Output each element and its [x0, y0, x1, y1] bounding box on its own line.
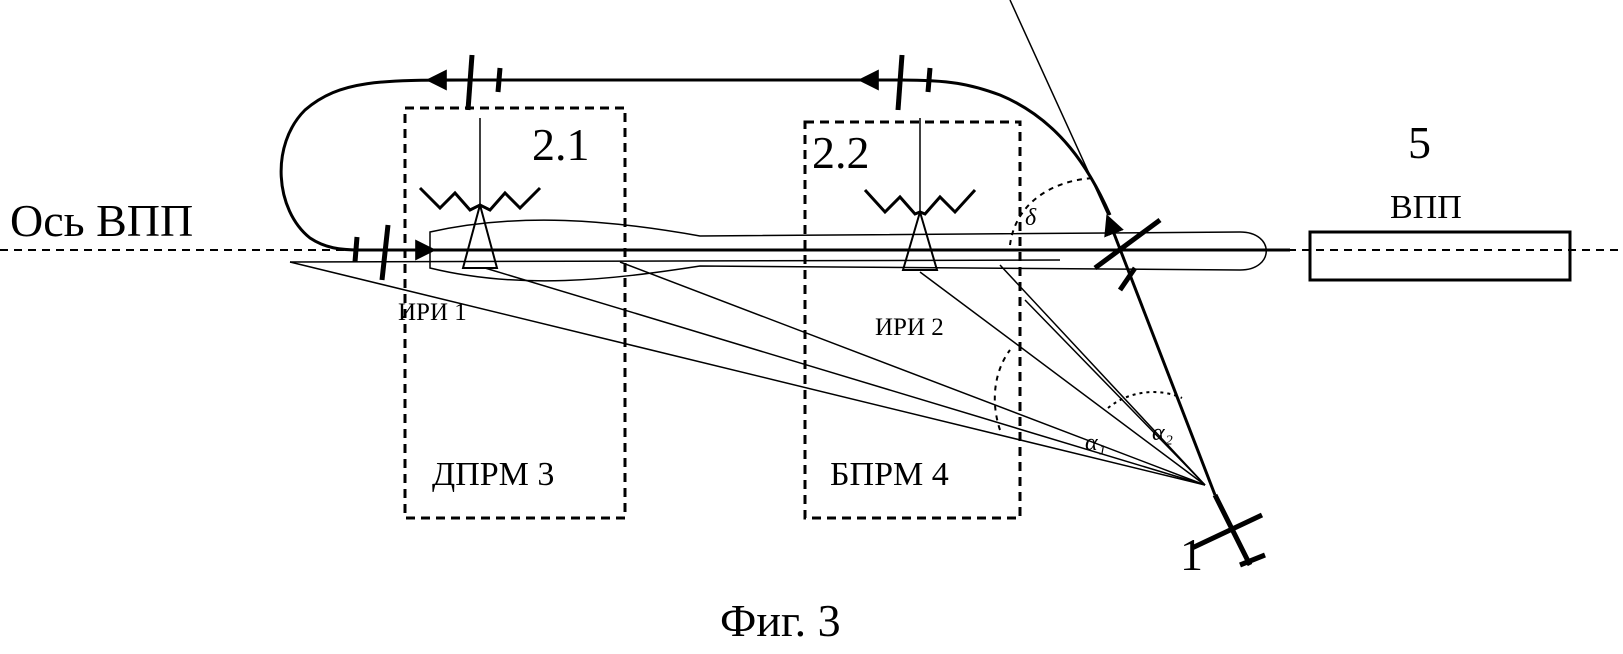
emitter-1-label: ИРИ 1: [398, 299, 467, 326]
aircraft-1-symbol: [1190, 493, 1266, 568]
runway-axis-label: Ось ВПП: [10, 195, 193, 246]
approach-path: [1104, 214, 1217, 496]
angle-delta-label: δ: [1025, 205, 1037, 231]
runway-number-label: 5: [1408, 117, 1431, 168]
runway-label: ВПП: [1390, 189, 1462, 226]
angle-alpha2-label: α₂: [1152, 420, 1173, 446]
emitter-2-label: ИРИ 2: [875, 314, 944, 341]
outer-marker-zone: [403, 106, 627, 520]
angle-alpha2-arc: [1107, 391, 1183, 409]
runway-rect: [1308, 230, 1572, 282]
emitter-2-symbol: [863, 118, 977, 271]
angle-alpha1-label: α₁: [1085, 430, 1106, 456]
inner-marker-zone: [803, 120, 1022, 520]
beam-envelope: [429, 219, 1267, 282]
aircraft-ticks: [352, 54, 1162, 292]
outer-marker-label: ДПРМ 3: [432, 456, 554, 493]
emitter-1-symbol: [418, 118, 542, 269]
angle-alpha-left-arc: [993, 349, 1011, 431]
bearing-lines: [289, 259, 1206, 486]
aircraft-1-label: 1: [1180, 529, 1203, 580]
flight-path-loop: [279, 78, 1290, 252]
inner-marker-id-label: 2.2: [812, 127, 870, 178]
figure-caption: Фиг. 3: [720, 595, 841, 646]
angle-delta-arc: [1009, 177, 1096, 246]
outer-marker-id-label: 2.1: [532, 119, 590, 170]
inner-marker-label: БПРМ 4: [830, 456, 949, 493]
